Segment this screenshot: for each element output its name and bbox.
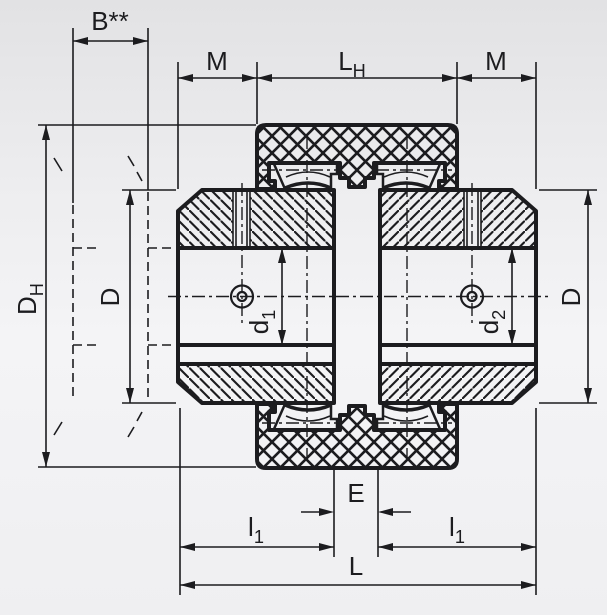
setscrew-symbol-right [459,284,485,309]
dim-label-D-right: D [556,288,586,307]
dim-label-LH: LH [338,46,366,81]
dim-label-E: E [347,478,364,508]
dim-label-B: B** [91,6,129,36]
centerlines [168,136,552,457]
dimension-lines [42,37,592,589]
dim-label-D-left: D [95,288,125,307]
dim-label-M-left: M [206,46,228,76]
dim-label-M-right: M [485,46,507,76]
dim-label-L: L [349,551,363,581]
setscrew-bore-left [232,191,251,247]
extension-lines [38,28,597,595]
gear-teeth-top [272,163,442,190]
sleeve-top-section [255,123,459,191]
dim-label-d2: d2 [474,310,509,335]
dim-label-DH: DH [12,283,47,315]
gear-teeth-bottom [272,403,442,430]
phantom-hub-outline [53,155,171,438]
setscrew-bore-right [463,191,482,247]
dim-label-l1-right: l1 [449,512,465,547]
dim-label-d1: d1 [244,310,279,335]
sleeve-bottom-section [255,402,459,470]
setscrew-symbol-left [229,284,255,309]
hub-right [378,188,538,405]
hub-left [176,188,336,405]
dim-label-l1-left: l1 [248,512,264,547]
